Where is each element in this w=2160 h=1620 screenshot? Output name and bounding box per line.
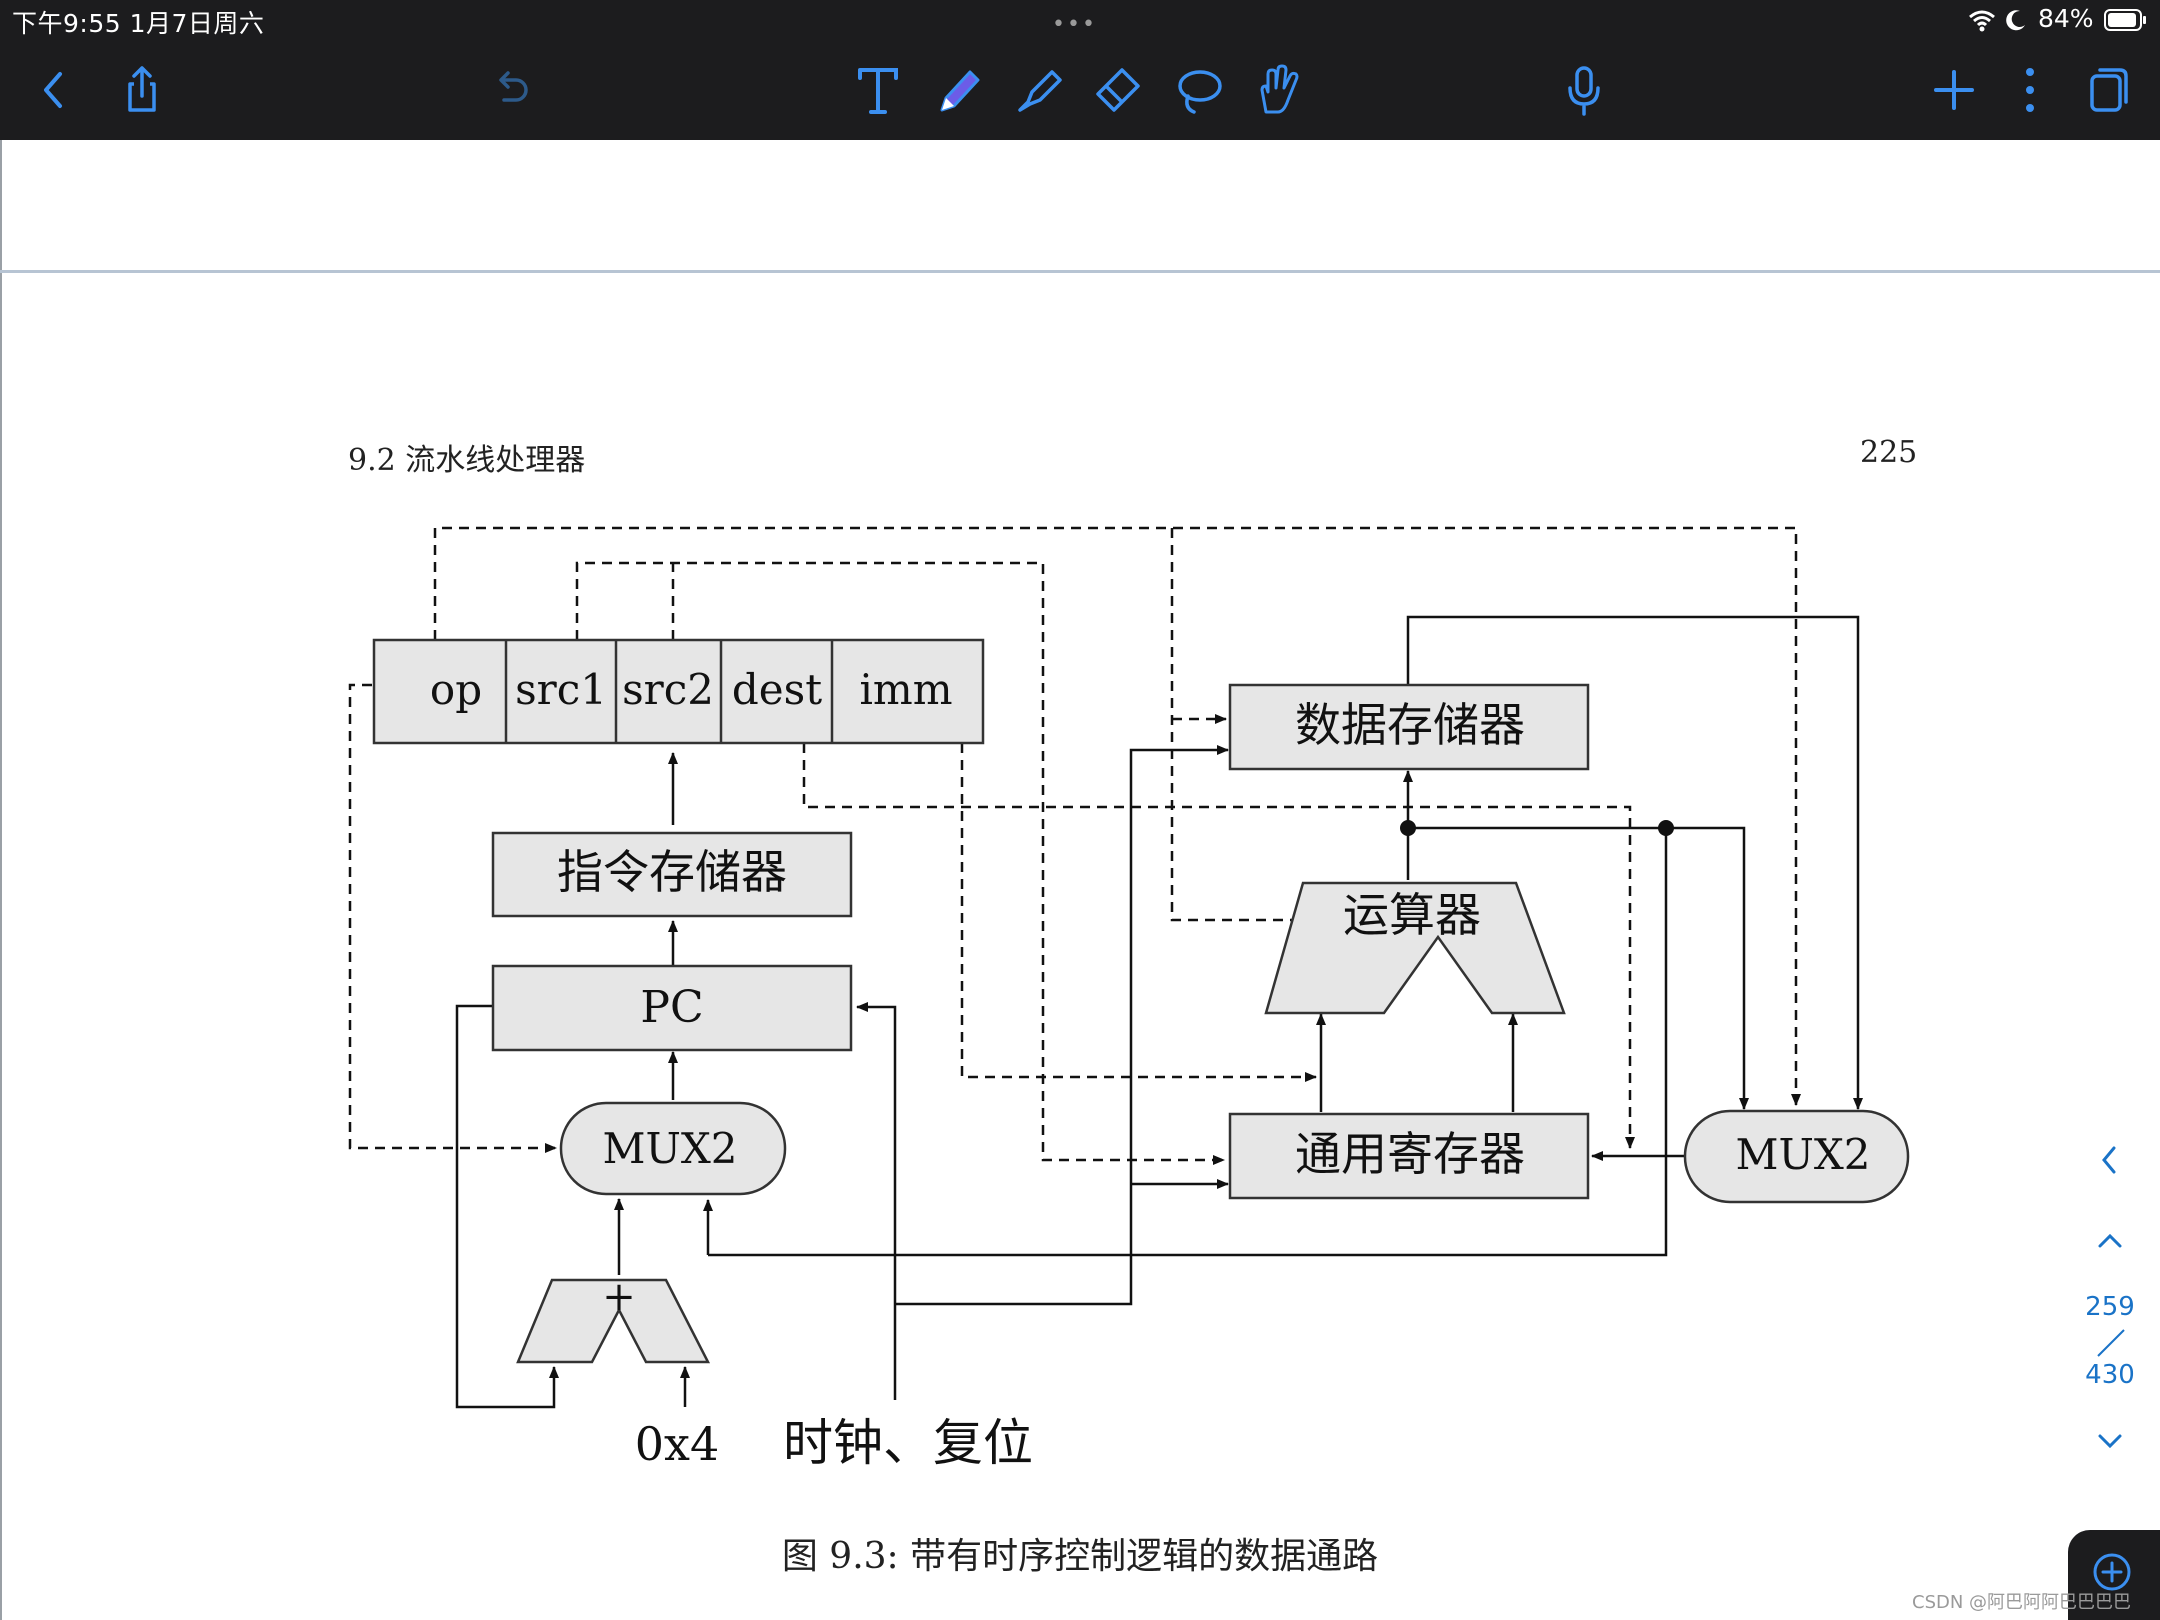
- figure-caption: 图 9.3: 带有时序控制逻辑的数据通路: [781, 1536, 1379, 1577]
- junction-dot: [1400, 820, 1416, 836]
- page-down-icon[interactable]: [2080, 1422, 2140, 1462]
- back-icon[interactable]: [24, 62, 84, 118]
- alu-shape: [1264, 881, 1566, 1015]
- register-file-box: [1228, 1112, 1590, 1200]
- text-tool-icon[interactable]: [848, 62, 908, 118]
- wifi-icon: [1969, 10, 1995, 32]
- instruction-memory-box: [491, 831, 853, 918]
- total-pages: 430: [2085, 1360, 2135, 1390]
- battery-icon: [2104, 9, 2146, 31]
- collapse-nav-icon[interactable]: [2080, 1140, 2140, 1180]
- junction-dot: [1658, 820, 1674, 836]
- annotation-toolbar: [0, 40, 2160, 140]
- pc-label: PC: [640, 982, 703, 1033]
- hand-icon[interactable]: [1248, 62, 1308, 118]
- page-up-icon[interactable]: [2080, 1220, 2140, 1260]
- page-divider-slash: [2097, 1329, 2125, 1357]
- undo-icon[interactable]: [480, 62, 540, 118]
- eraser-icon[interactable]: [1088, 62, 1148, 118]
- alu-label: 运算器: [1343, 888, 1481, 942]
- control-lines: [348, 526, 1801, 1165]
- adder-label: +: [602, 1274, 636, 1320]
- register-file-label: 通用寄存器: [1295, 1127, 1525, 1181]
- status-time: 下午9:55 1月7日周六: [12, 9, 265, 38]
- mux-left-box: [559, 1101, 787, 1196]
- add-icon[interactable]: [1924, 62, 1984, 118]
- pages-icon[interactable]: [2078, 62, 2138, 118]
- field-imm: imm: [859, 665, 952, 714]
- status-bar: 下午9:55 1月7日周六 ••• 84%: [0, 0, 2160, 40]
- field-src2: src2: [622, 665, 714, 714]
- add-page-button[interactable]: [2068, 1530, 2160, 1620]
- pen-icon[interactable]: [928, 62, 988, 118]
- clock-reset-label: 时钟、复位: [783, 1414, 1033, 1472]
- pc-box: [491, 964, 853, 1052]
- more-icon[interactable]: [2000, 62, 2060, 118]
- current-page[interactable]: 259: [2085, 1292, 2135, 1322]
- data-memory-label: 数据存储器: [1295, 698, 1525, 752]
- share-icon[interactable]: [112, 62, 172, 118]
- page-left-edge: [0, 140, 2, 1620]
- add-circle-icon: [2093, 1553, 2131, 1591]
- microphone-icon[interactable]: [1554, 62, 1614, 118]
- lasso-icon[interactable]: [1168, 62, 1228, 118]
- mux-left-label: MUX2: [602, 1124, 737, 1173]
- page-separator: [0, 270, 2160, 273]
- moon-icon: [2006, 10, 2025, 31]
- page-number: 225: [1860, 435, 1918, 470]
- instruction-register: [372, 638, 985, 745]
- multitask-dots[interactable]: •••: [1052, 12, 1097, 37]
- data-lines: [455, 615, 1863, 1409]
- mux-right-box: [1683, 1109, 1910, 1204]
- field-src1: src1: [515, 665, 607, 714]
- battery-percent: 84%: [2038, 4, 2094, 33]
- page-navigator: 259 430: [2060, 1120, 2160, 1480]
- mux-right-label: MUX2: [1735, 1130, 1870, 1179]
- constant-0x4: 0x4: [635, 1417, 719, 1471]
- watermark: CSDN @阿巴阿阿巴巴巴巴: [1912, 1592, 2132, 1613]
- field-op: op: [430, 665, 482, 714]
- section-header: 9.2 流水线处理器: [348, 443, 586, 478]
- document-page: [0, 140, 2160, 1620]
- data-memory-box: [1228, 683, 1590, 771]
- highlighter-icon[interactable]: [1008, 62, 1068, 118]
- adder-shape: [516, 1278, 711, 1364]
- instruction-memory-label: 指令存储器: [557, 845, 787, 899]
- field-dest: dest: [732, 665, 822, 714]
